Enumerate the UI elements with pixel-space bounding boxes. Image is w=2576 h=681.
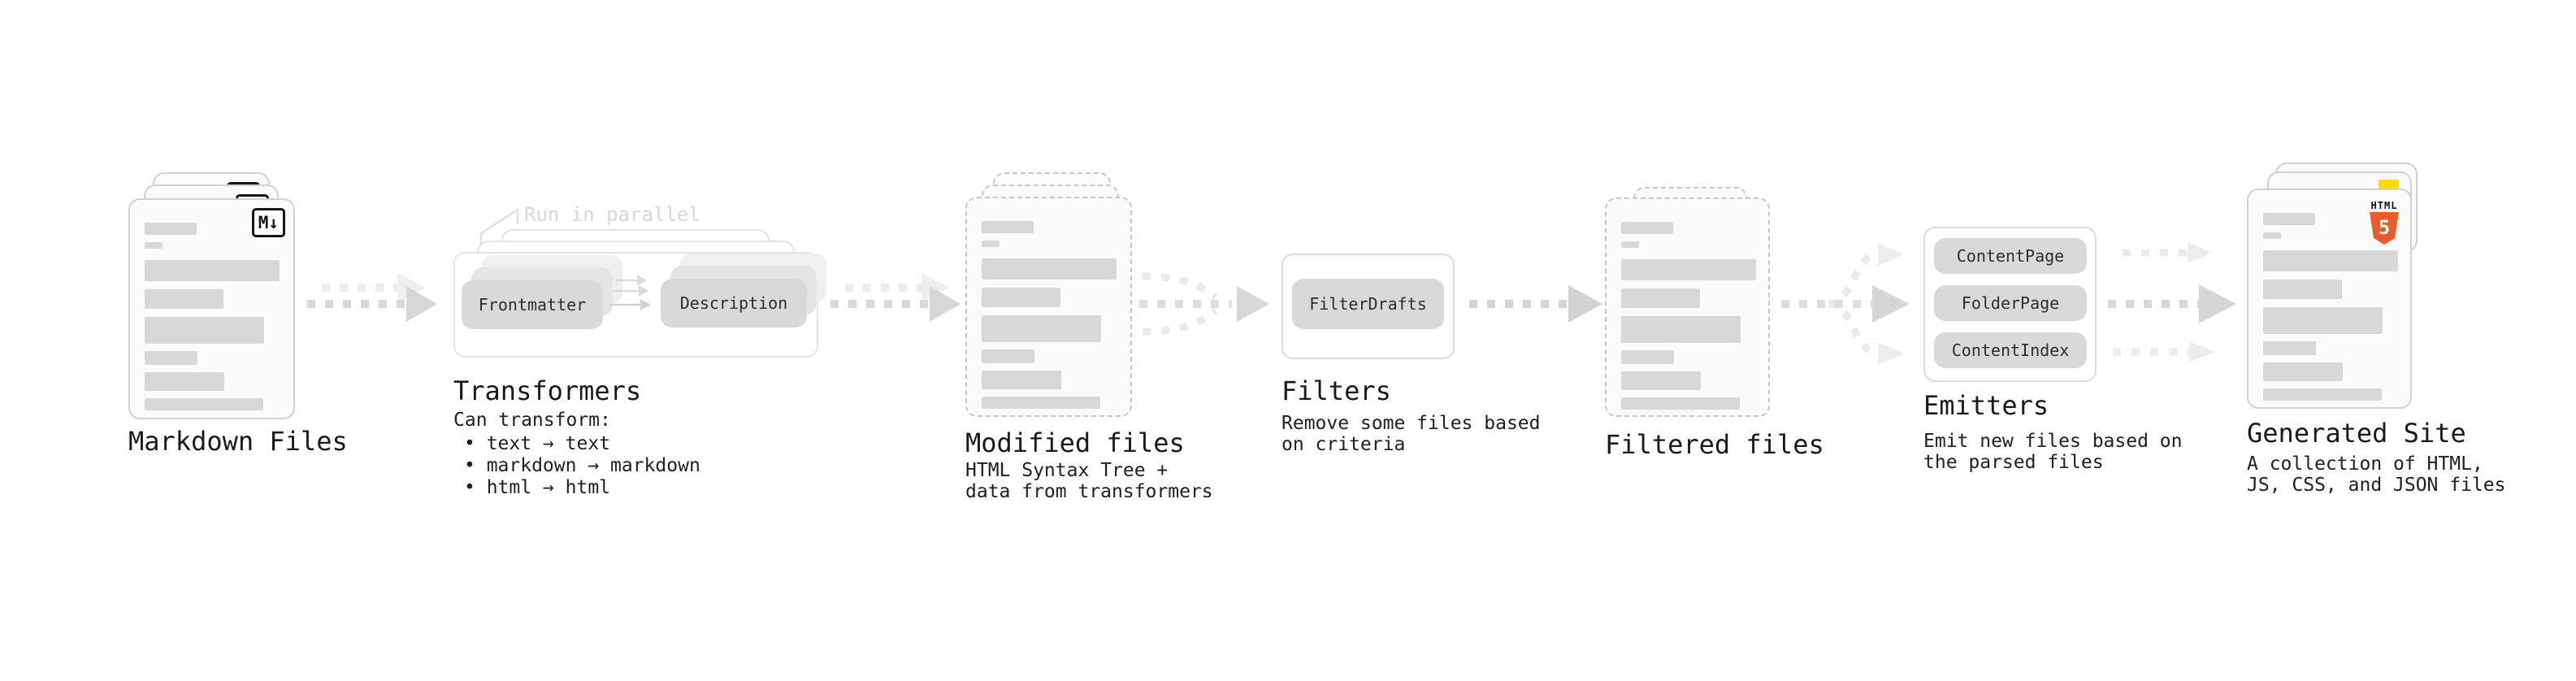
text-placeholder-bar [145, 351, 197, 365]
text-placeholder-bar [1621, 259, 1756, 280]
modified-files-description: HTML Syntax Tree + data from transformer… [965, 460, 1213, 502]
html5-icon: HTML 5 [2370, 200, 2399, 245]
text-placeholder-bar [2263, 280, 2342, 299]
folder-page-pill: FolderPage [1934, 285, 2087, 321]
run-in-parallel-annotation: Run in parallel [524, 203, 700, 226]
markdown-doc-card-front: M↓ [128, 198, 295, 419]
filters-description: Remove some files based on criteria [1281, 413, 1541, 455]
transformers-description: Can transform: [453, 410, 611, 431]
filter-drafts-pill: FilterDrafts [1292, 279, 1444, 329]
doc-preview [2249, 213, 2410, 401]
text-placeholder-bar [982, 315, 1101, 342]
text-placeholder-bar [2263, 362, 2343, 381]
text-placeholder-bar [982, 221, 1034, 233]
bullet-item: • markdown → markdown [464, 455, 700, 476]
flow-arrow-markdown-to-transformers [307, 273, 437, 322]
text-placeholder-bar [145, 317, 264, 344]
text-placeholder-bar [1621, 222, 1673, 234]
text-placeholder-bar [1621, 316, 1741, 343]
stage-generated-site: CSS HTML 5 [2247, 163, 2422, 414]
text-placeholder-bar [982, 397, 1100, 409]
text-placeholder-bar [982, 349, 1034, 363]
annotation-leader-line [479, 207, 519, 249]
parallel-arrows-icon [609, 275, 651, 310]
bullet-item: • text → text [464, 433, 611, 454]
text-placeholder-bar [145, 223, 197, 235]
text-placeholder-bar [2263, 307, 2383, 334]
flow-arrow-merge-to-filters [1139, 272, 1269, 336]
flow-arrow-transformers-to-modified [830, 273, 961, 322]
stage-label-generated-site: Generated Site [2247, 418, 2466, 449]
description-pill: Description [661, 279, 807, 327]
doc-preview [967, 221, 1130, 409]
generated-site-description: A collection of HTML, JS, CSS, and JSON … [2247, 453, 2506, 496]
bullet-item: • html → html [464, 477, 611, 498]
text-placeholder-bar [2263, 232, 2281, 239]
modified-doc-card-front [965, 197, 1132, 417]
stage-label-transformers: Transformers [453, 375, 642, 406]
content-page-pill: ContentPage [1934, 238, 2087, 274]
text-placeholder-bar [145, 372, 224, 391]
transformers-bullet-list: • text → text • markdown → markdown • ht… [453, 433, 700, 499]
text-placeholder-bar [1621, 241, 1639, 248]
filtered-doc-card-front [1605, 197, 1770, 417]
stage-label-filters: Filters [1281, 375, 1391, 406]
stage-label-filtered-files: Filtered files [1605, 429, 1824, 460]
text-placeholder-bar [982, 371, 1061, 389]
stage-markdown-files: M↓ M↓ M↓ [128, 172, 299, 424]
markdown-icon: M↓ [251, 208, 285, 237]
stage-label-modified-files: Modified files [965, 427, 1185, 458]
text-placeholder-bar [1621, 371, 1701, 390]
text-placeholder-bar [1621, 397, 1740, 410]
flow-arrow-fanout-to-emitters [1781, 243, 1910, 365]
text-placeholder-bar [2263, 250, 2398, 271]
text-placeholder-bar [1621, 350, 1674, 364]
text-placeholder-bar [982, 241, 1000, 247]
text-placeholder-bar [982, 288, 1060, 307]
stage-modified-files [965, 172, 1136, 424]
site-doc-card-html: HTML 5 [2247, 189, 2412, 409]
content-index-pill: ContentIndex [1934, 332, 2087, 368]
text-placeholder-bar [2263, 213, 2315, 225]
flow-arrows-emitters-to-site [2108, 242, 2236, 362]
text-placeholder-bar [145, 398, 263, 410]
doc-preview [1607, 222, 1768, 410]
text-placeholder-bar [982, 258, 1117, 280]
doc-preview [130, 223, 293, 410]
emitters-description: Emit new files based on the parsed files [1923, 431, 2183, 473]
stage-filtered-files [1605, 187, 1776, 423]
text-placeholder-bar [2263, 341, 2316, 355]
stage-label-emitters: Emitters [1923, 390, 2049, 421]
flow-arrow-filters-to-filtered [1469, 285, 1602, 323]
text-placeholder-bar [145, 242, 163, 249]
text-placeholder-bar [145, 260, 280, 281]
stage-label-markdown-files: Markdown Files [128, 426, 348, 457]
text-placeholder-bar [2263, 388, 2382, 401]
text-placeholder-bar [1621, 288, 1700, 308]
text-placeholder-bar [145, 289, 223, 309]
frontmatter-pill: Frontmatter [462, 280, 603, 329]
